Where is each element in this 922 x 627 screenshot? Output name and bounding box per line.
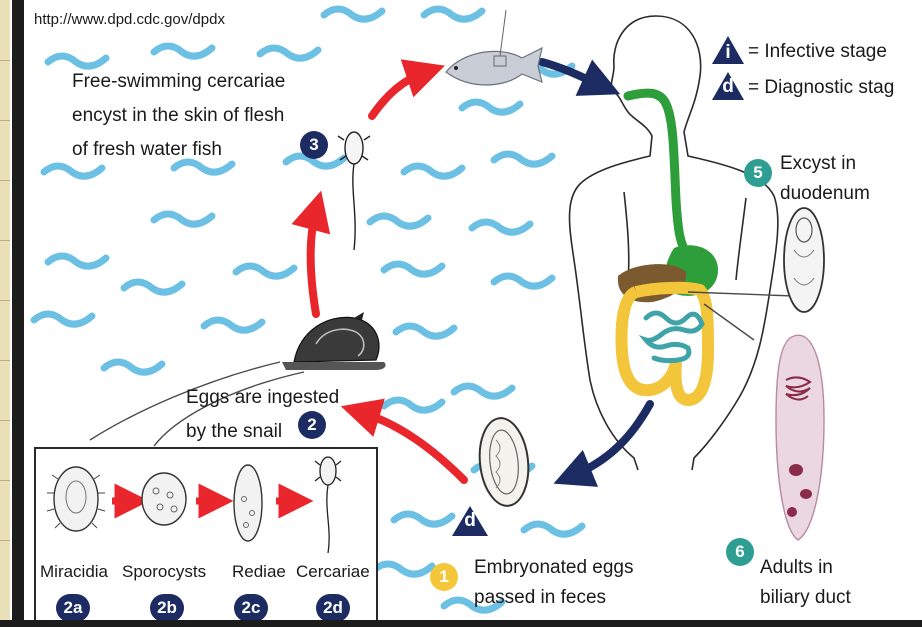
step6-line2: biliary duct [760,586,851,610]
inset-artwork [36,449,376,559]
badge-2c: 2c [234,594,268,620]
stage-label-sporocysts: Sporocysts [122,562,206,582]
step5-badge: 5 [744,159,772,187]
badge-2a: 2a [56,594,90,620]
life-cycle-diagram: http://www.dpd.cdc.gov/dpdx i = Infectiv… [24,0,922,620]
infective-symbol: i [718,42,738,64]
stage-label-miracidia: Miracidia [40,562,108,582]
cycle-arrows [311,62,650,480]
badge-2d: 2d [316,594,350,620]
excysted-metacercaria [784,208,824,312]
step5-line1: Excyst in [780,152,856,176]
inset-cercaria [315,457,341,553]
step3-line1: Free-swimming cercariae [72,70,285,94]
left-frame-bar [12,0,24,627]
step2-line2: by the snail [186,420,282,444]
step6-badge: 6 [726,538,754,566]
stage-label-cercariae: Cercariae [296,562,370,582]
bottom-frame-bar [0,620,922,627]
stage-label-rediae: Rediae [232,562,286,582]
arrow-snail-to-cercaria [311,210,316,314]
sporocyst [142,473,186,525]
snail-stages-inset: Miracidia Sporocysts Rediae Cercariae 2a… [34,447,378,620]
arrow-cercaria-to-fish [372,72,426,116]
step3-badge: 3 [300,131,328,159]
infective-stage-label: = Infective stage [748,40,887,64]
left-page-strip [0,0,10,620]
source-url: http://www.dpd.cdc.gov/dpdx [34,10,225,29]
adult-fluke [776,335,824,540]
step3-line2: encyst in the skin of flesh [72,104,284,128]
diagnostic-stage-label: = Diagnostic stag [748,76,894,100]
diagnostic-marker: d [460,510,480,532]
step2-badge: 2 [298,411,326,439]
step1-line1: Embryonated eggs [474,556,634,580]
step1-badge: 1 [430,563,458,591]
small-intestine [646,313,702,361]
step2-line1: Eggs are ingested [186,386,339,410]
badge-2b: 2b [150,594,184,620]
miracidium [47,467,105,531]
step1-line2: passed in feces [474,586,606,610]
diagnostic-symbol: d [718,76,738,98]
redia [234,465,262,541]
step3-line3: of fresh water fish [72,138,222,162]
esophagus [628,93,688,256]
cercaria [338,132,370,250]
arrow-body-to-egg [572,404,650,476]
step6-line1: Adults in [760,556,833,580]
snail [282,312,386,370]
step5-line2: duodenum [780,182,870,206]
digestive-tract [618,93,718,400]
embryonated-egg [476,416,533,509]
